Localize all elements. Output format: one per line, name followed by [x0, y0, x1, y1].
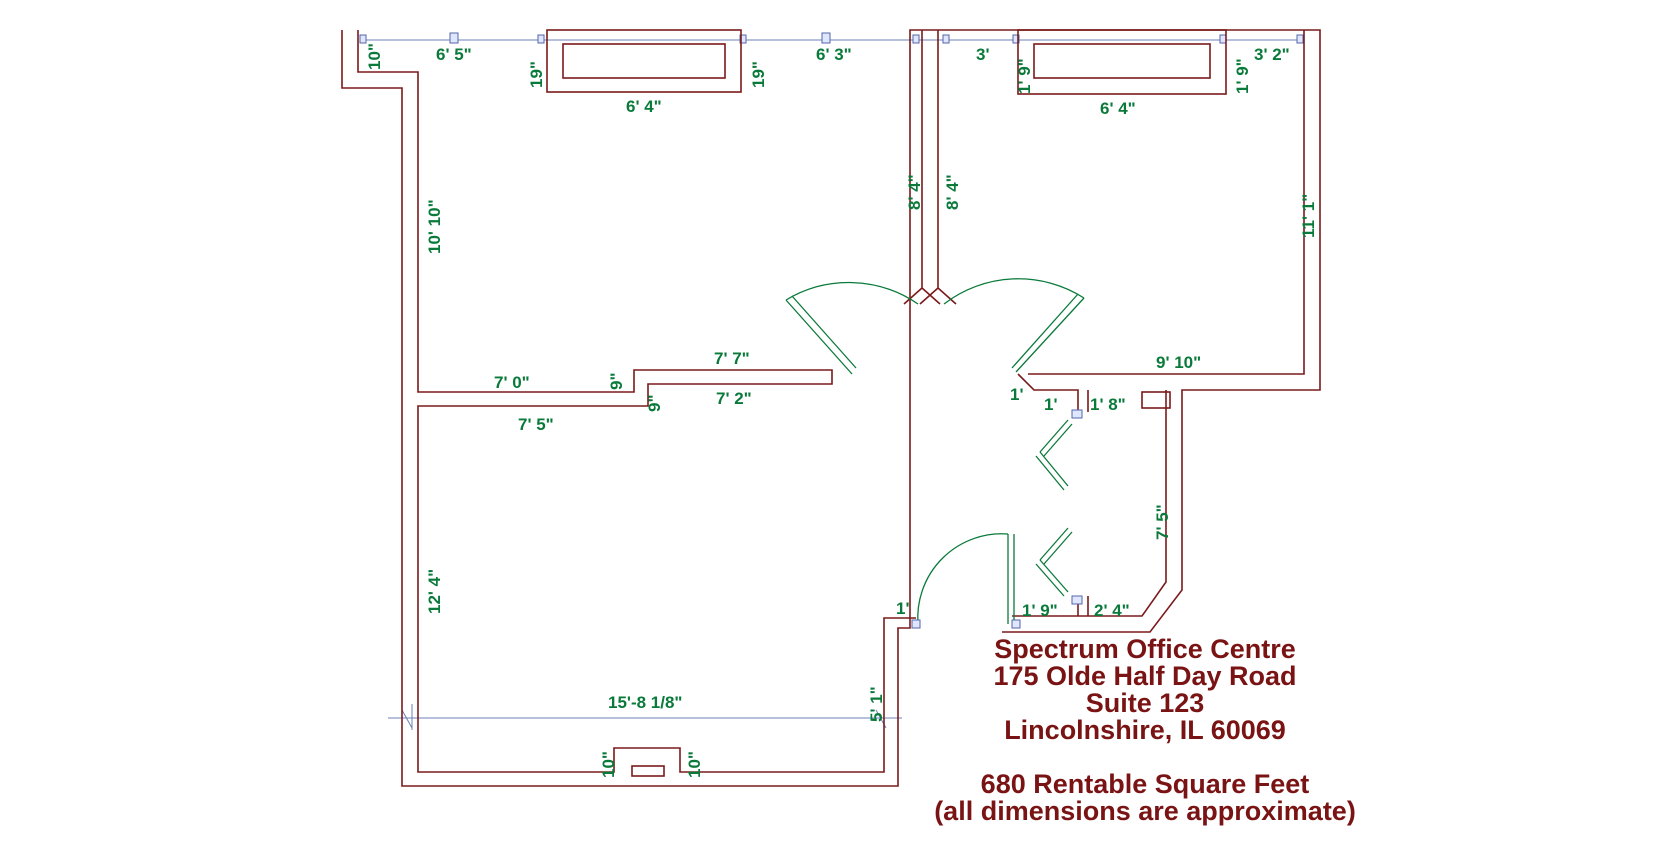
- dim-jog-lower: 9": [645, 394, 664, 412]
- property-city: Lincolnshire, IL 60069: [1004, 715, 1286, 745]
- dim-step-lower: 7' 2": [716, 389, 752, 408]
- closet-bifold-doors: [1035, 419, 1073, 597]
- dim-window1-bottom: 6' 4": [626, 97, 662, 116]
- dim-top-corner: 10": [365, 43, 384, 70]
- window-1: [546, 29, 742, 93]
- dim-partition-left: 8' 4": [905, 174, 924, 210]
- dim-right-lower: 5' 1": [867, 686, 886, 722]
- dim-closet-side: 7' 5": [1153, 504, 1172, 540]
- dim-left-wall-lower: 12' 4": [425, 569, 444, 614]
- dim-closet-top: 1' 8": [1090, 395, 1126, 414]
- entry-door-swing: [917, 533, 1009, 625]
- dim-step-upper: 7' 7": [714, 349, 750, 368]
- dim-closet-bottom-left: 1' 9": [1022, 601, 1058, 620]
- dim-ledge-lower: 7' 5": [518, 415, 554, 434]
- dim-bottom-left: 10": [599, 751, 618, 778]
- dim-window2-bottom: 6' 4": [1100, 99, 1136, 118]
- dim-closet-bottom-right: 2' 4": [1094, 601, 1130, 620]
- closet-wall: [1017, 373, 1089, 616]
- dim-window2-left: 1' 9": [1015, 58, 1034, 94]
- dim-left-wall-upper: 10' 10": [425, 199, 444, 254]
- dim-jog-upper: 9": [607, 372, 626, 390]
- property-note: (all dimensions are approximate): [934, 796, 1356, 826]
- dim-door-jamb: 1': [896, 599, 910, 618]
- dim-partition-right: 8' 4": [943, 174, 962, 210]
- dim-bottom-right: 10": [685, 751, 704, 778]
- dim-window2-right: 1' 9": [1233, 58, 1252, 94]
- dim-top-a: 6' 5": [436, 45, 472, 64]
- dim-ledge-upper: 7' 0": [494, 373, 530, 392]
- dimension-ticks: [359, 32, 1304, 44]
- property-area: 680 Rentable Square Feet: [980, 769, 1310, 799]
- dim-top-c: 3': [976, 45, 990, 64]
- dim-overall-width: 15'-8 1/8": [608, 693, 682, 712]
- exterior-wall-outer: [341, 29, 1321, 787]
- dim-corner-b: 1': [1044, 395, 1058, 414]
- property-address: 175 Olde Half Day Road: [993, 661, 1297, 691]
- dim-window1-right: 19": [749, 61, 768, 88]
- dim-right-room-width: 9' 10": [1156, 353, 1201, 372]
- spacer: [880, 744, 1410, 771]
- door-swing-right: [943, 278, 1085, 305]
- exterior-wall-inner: [357, 30, 916, 773]
- closet-shelf: [1141, 391, 1171, 409]
- bottom-shelf: [631, 765, 665, 777]
- dim-top-b: 6' 3": [816, 45, 852, 64]
- dim-window1-left: 19": [527, 61, 546, 88]
- property-info: Spectrum Office Centre 175 Olde Half Day…: [880, 636, 1410, 825]
- property-suite: Suite 123: [1085, 688, 1205, 718]
- dim-corner-a: 1': [1010, 385, 1024, 404]
- property-name: Spectrum Office Centre: [994, 634, 1296, 664]
- window-2: [1017, 29, 1227, 95]
- dim-right-wall: 11' 1": [1299, 194, 1318, 238]
- central-partition: [903, 30, 957, 305]
- door-swing-left: [785, 281, 919, 305]
- dim-top-d: 3' 2": [1254, 45, 1290, 64]
